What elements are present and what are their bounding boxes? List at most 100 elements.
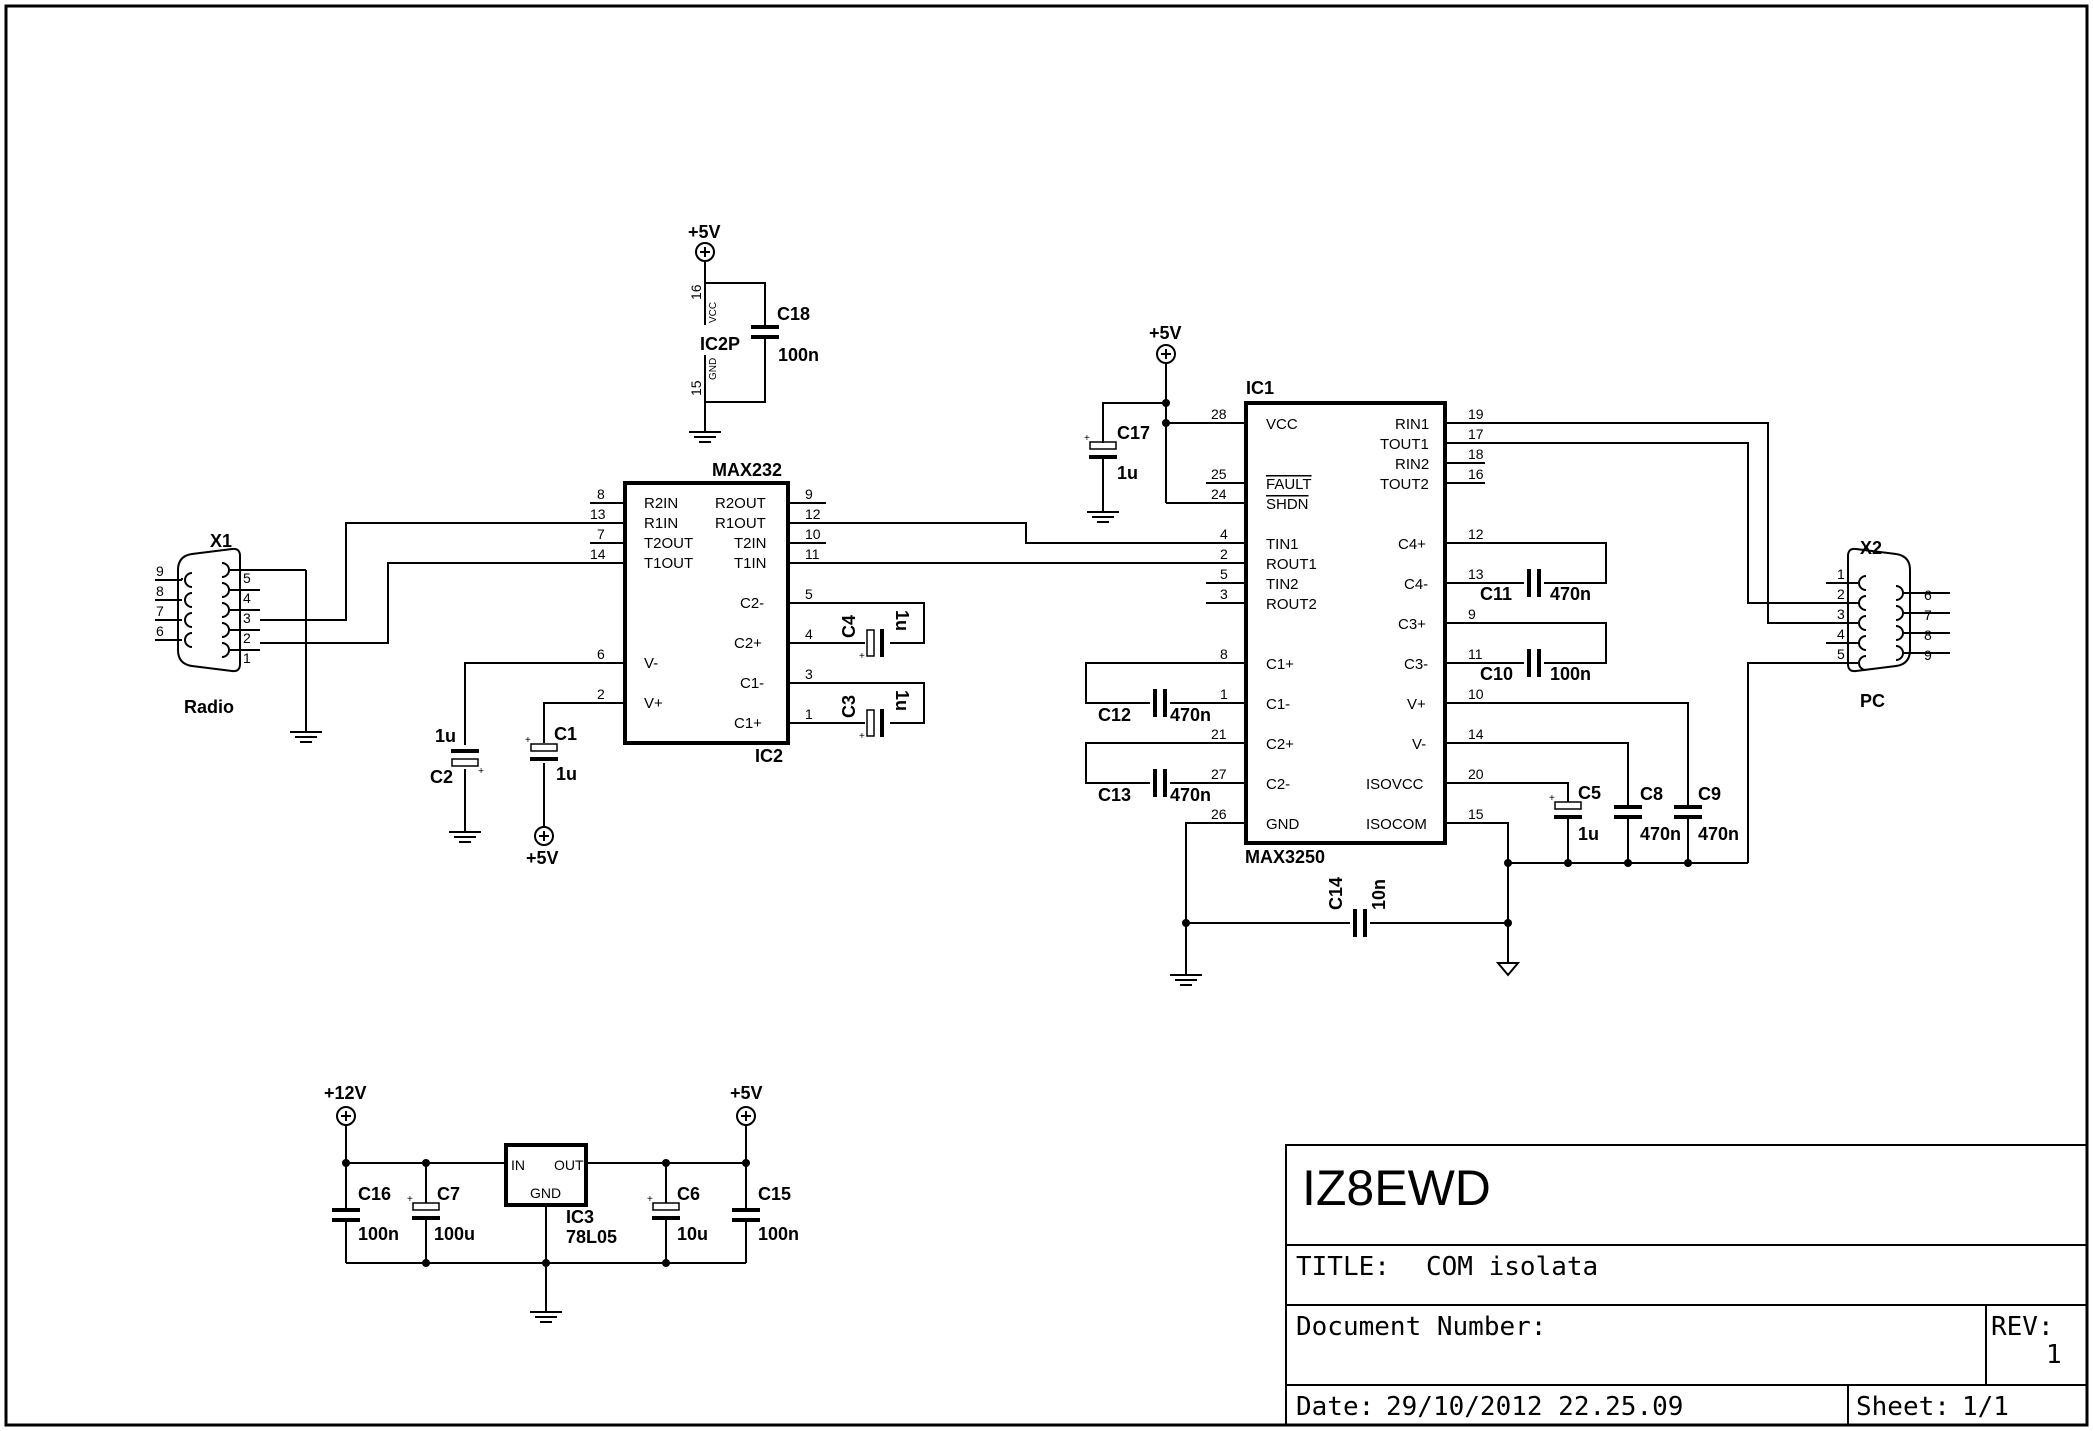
c5-value: 1u: [1578, 824, 1599, 844]
power-symbol: [1156, 344, 1176, 364]
x2-pin-label: 8: [1924, 627, 1932, 643]
pin-name: RIN1: [1395, 416, 1429, 433]
sheet-label: Sheet:: [1856, 1392, 1950, 1422]
c9-ref: C9: [1698, 784, 1721, 804]
c2-value: 1u: [435, 726, 456, 746]
pin-number: 5: [1220, 566, 1228, 582]
capacitor-c6: [645, 1192, 682, 1220]
pin-name: V-: [644, 655, 658, 672]
pin-number: 4: [805, 626, 813, 642]
pin-name: C1+: [1266, 656, 1294, 673]
title-label: TITLE:: [1296, 1252, 1390, 1282]
pin-number: 12: [805, 506, 821, 522]
pin-name: R2OUT: [715, 495, 766, 512]
pin-name: R1IN: [644, 515, 678, 532]
pin-number: 1: [1220, 686, 1228, 702]
c8-value: 470n: [1640, 824, 1681, 844]
c11-ref: C11: [1480, 584, 1512, 604]
capacitor-c17: [1082, 431, 1119, 459]
pin-number: 28: [1211, 406, 1227, 422]
rev-label: REV:: [1991, 1312, 2054, 1342]
date-value: 29/10/2012 22.25.09: [1386, 1392, 1683, 1422]
c7-ref: C7: [437, 1184, 460, 1204]
pin-number: 10: [805, 526, 821, 542]
pin-number: 13: [1468, 566, 1484, 582]
pin-number: 14: [590, 546, 606, 562]
pin-name: V-: [1412, 736, 1426, 753]
connector-x2: 1 2 3 4 5 6 7 8 9 X2 PC: [1826, 538, 1950, 711]
pin-name: C2-: [740, 595, 764, 612]
capacitor-c11: [1527, 567, 1541, 599]
x2-pin-label: 1: [1837, 566, 1845, 582]
x1-pin-label: 4: [243, 590, 251, 606]
pin-name: ISOVCC: [1366, 776, 1424, 793]
power-label: +5V: [526, 848, 559, 868]
pin-number: 5: [805, 586, 813, 602]
pin-number: 16: [1468, 466, 1484, 482]
pin-name: GND: [1266, 816, 1300, 833]
power-label: +5V: [1149, 323, 1182, 343]
connector-x1: 9 8 7 6 5 4 3 2 1 X1 Radio: [155, 531, 260, 717]
pin-number: 15: [1468, 806, 1484, 822]
c10-ref: C10: [1480, 664, 1513, 684]
pin-name: C4+: [1398, 536, 1426, 553]
capacitor-c14: [1353, 907, 1367, 939]
c6-value: 10u: [677, 1224, 708, 1244]
x2-pin-label: 4: [1837, 626, 1845, 642]
document-number-label: Document Number:: [1296, 1312, 1546, 1342]
c18-value: 100n: [778, 345, 819, 365]
x1-pin-label: 8: [156, 583, 164, 599]
power-symbol: [736, 1106, 756, 1126]
pin-number: 10: [1468, 686, 1484, 702]
c18-ref: C18: [777, 304, 810, 324]
ic3-ref: IC3: [566, 1207, 594, 1227]
x2-pin-label: 3: [1837, 606, 1845, 622]
ground-symbol: [688, 419, 722, 443]
ground-symbol: [529, 1299, 563, 1323]
company-name: IZ8EWD: [1302, 1160, 1491, 1216]
pin-name: TIN1: [1266, 536, 1299, 553]
pin-name: C2+: [1266, 736, 1294, 753]
x1-ref: X1: [210, 531, 232, 551]
c17-ref: C17: [1117, 423, 1150, 443]
pin-number: 4: [1220, 526, 1228, 542]
ic2p-ref: IC2P: [700, 334, 740, 354]
iso-ground-symbol: [1495, 962, 1521, 977]
x2-pin-label: 2: [1837, 586, 1845, 602]
c4-ref: C4: [839, 615, 859, 638]
pin-name: C1-: [1266, 696, 1290, 713]
power-supply: +12V +5V IN OUT GND IC3 78L05 C16 100n C…: [324, 1083, 799, 1323]
ic2-ref: IC2: [755, 746, 783, 766]
pin-number: 6: [597, 646, 605, 662]
pin-number: 12: [1468, 526, 1484, 542]
pin-name: C3-: [1404, 656, 1428, 673]
pin-name: OUT: [554, 1157, 584, 1173]
pin-number: 19: [1468, 406, 1484, 422]
c6-ref: C6: [677, 1184, 700, 1204]
x1-pin-label: 3: [243, 610, 251, 626]
pin-number: 9: [1468, 606, 1476, 622]
x1-label: Radio: [184, 697, 234, 717]
x1-pin-label: 1: [243, 650, 251, 666]
pin-number: 1: [805, 706, 813, 722]
pin-name: V+: [1407, 696, 1426, 713]
x1-pin-label: 5: [243, 570, 251, 586]
pin-number: 26: [1211, 806, 1227, 822]
pin-name: ROUT2: [1266, 596, 1317, 613]
pin-name: T2OUT: [644, 535, 693, 552]
pin-number: 11: [805, 546, 820, 562]
power-label: +5V: [730, 1083, 763, 1103]
pin-name: T2IN: [734, 535, 767, 552]
c13-ref: C13: [1098, 785, 1131, 805]
title-block: IZ8EWD TITLE: COM isolata Document Numbe…: [1285, 1144, 2088, 1426]
pin-name: C2+: [734, 635, 762, 652]
power-label: +5V: [688, 222, 721, 242]
c1-ref: C1: [554, 724, 577, 744]
pin-name: GND: [530, 1185, 561, 1201]
capacitor-c10: [1527, 647, 1541, 679]
capacitor-c12: [1153, 687, 1167, 719]
c15-value: 100n: [758, 1224, 799, 1244]
pin-name: T1OUT: [644, 555, 693, 572]
c4-value: 1u: [892, 610, 912, 631]
